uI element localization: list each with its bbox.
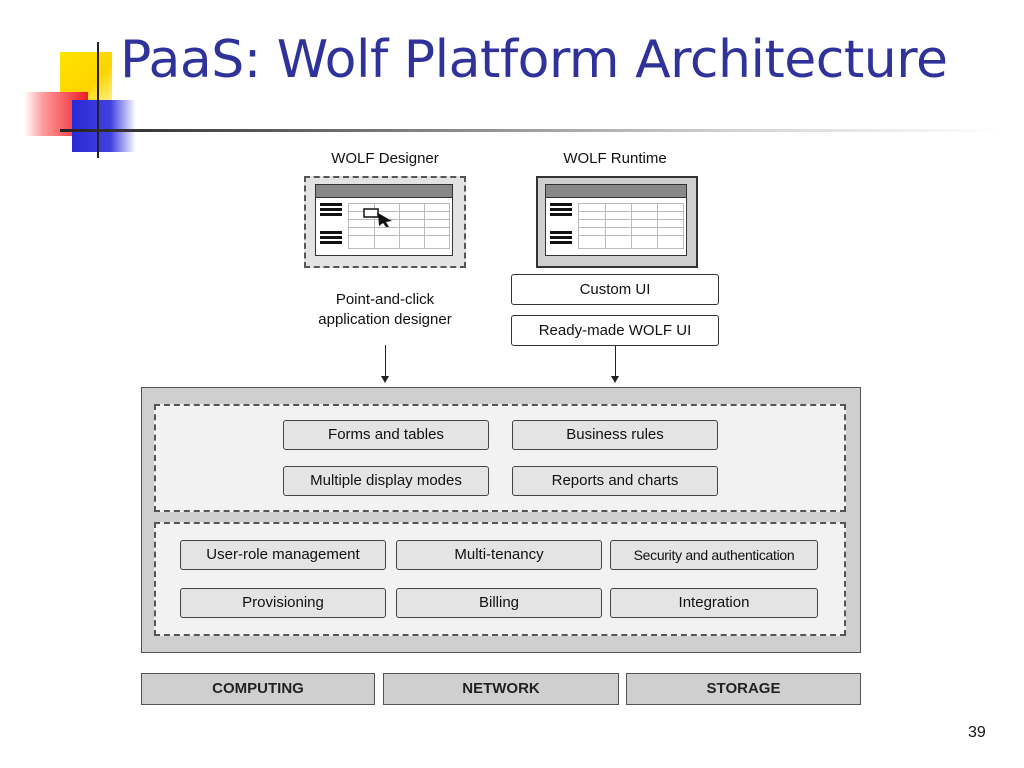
platform-services-layer: User-role management Multi-tenancy Secur…: [154, 522, 846, 636]
runtime-window-frame: [536, 176, 698, 268]
module-provisioning: Provisioning: [180, 588, 386, 618]
cursor-icon: [363, 208, 392, 227]
infrastructure-network: NETWORK: [383, 673, 619, 705]
runtime-arrow: [611, 346, 619, 383]
platform-container: Forms and tables Business rules Multiple…: [141, 387, 861, 653]
ready-made-ui-box: Ready-made WOLF UI: [511, 315, 719, 346]
designer-caption-line2: application designer: [318, 311, 452, 328]
module-forms-and-tables: Forms and tables: [283, 420, 489, 450]
blue-square-shape: [72, 100, 136, 152]
runtime-window-icon: [545, 184, 687, 256]
runtime-label: WOLF Runtime: [563, 150, 667, 167]
module-reports-and-charts: Reports and charts: [512, 466, 718, 496]
designer-arrow: [381, 345, 389, 383]
designer-caption-line1: Point-and-click: [335, 291, 435, 308]
module-billing: Billing: [396, 588, 602, 618]
infrastructure-storage: STORAGE: [626, 673, 861, 705]
slide-title: PaaS: Wolf Platform Architecture: [120, 30, 948, 90]
custom-ui-box: Custom UI: [511, 274, 719, 305]
module-user-role-management: User-role management: [180, 540, 386, 570]
application-layer: Forms and tables Business rules Multiple…: [154, 404, 846, 512]
infrastructure-computing: COMPUTING: [141, 673, 375, 705]
slide-logo: [0, 0, 160, 170]
module-integration: Integration: [610, 588, 818, 618]
designer-label: WOLF Designer: [331, 150, 439, 167]
logo-vertical-line: [97, 42, 99, 158]
module-business-rules: Business rules: [512, 420, 718, 450]
module-multiple-display-modes: Multiple display modes: [283, 466, 489, 496]
page-number: 39: [968, 724, 986, 741]
designer-window-frame: [304, 176, 466, 268]
module-multi-tenancy: Multi-tenancy: [396, 540, 602, 570]
module-security-and-authentication: Security and authentication: [610, 540, 818, 570]
designer-window-icon: [315, 184, 453, 256]
title-underline: [60, 129, 1000, 132]
